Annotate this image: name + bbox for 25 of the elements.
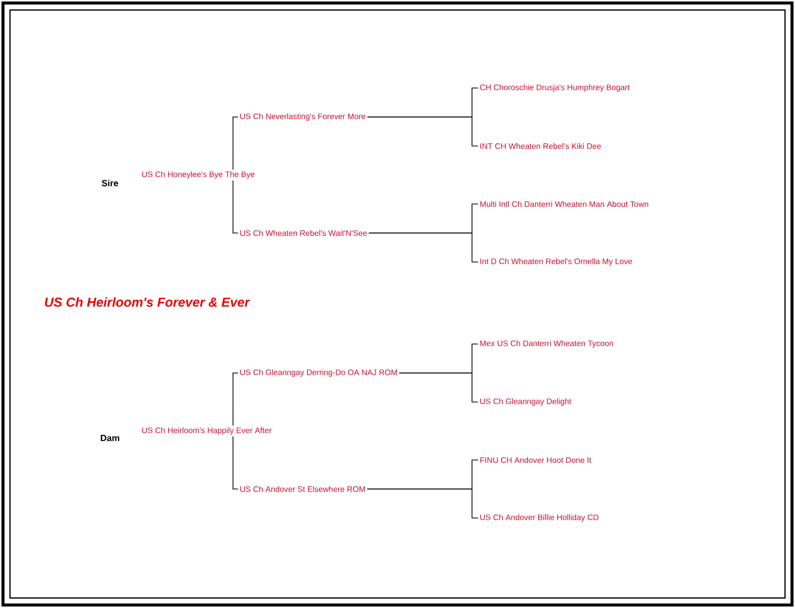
pedigree-name: FINU CH Andover Hoot Done It: [480, 457, 592, 463]
pedigree-name: CH Choroschie Drusja's Humphrey Bogart: [480, 84, 630, 92]
pedigree-name: US Ch Andover Billie Holliday CD: [480, 514, 598, 522]
pedigree-name: US Ch Heirloom's Happily Ever After: [142, 427, 272, 435]
connector-line: [366, 488, 478, 518]
connector-line: [367, 116, 478, 146]
pedigree-name: Int D Ch Wheaten Rebel's Ornella My Love: [480, 258, 632, 266]
connector-line: [232, 116, 238, 170]
pedigree-name: INT CH Wheaten Rebel's Kiki Dee: [480, 143, 601, 149]
pedigree-name: US Ch Neverlasting's Forever More: [240, 113, 366, 121]
pedigree-name: US Ch Wheaten Rebel's Wait'N'See: [240, 230, 367, 236]
connector-line: [232, 436, 238, 490]
pedigree-name: US Ch Andover St Elsewhere ROM: [240, 486, 365, 492]
parent-label: Dam: [100, 434, 120, 442]
pedigree-name: Mex US Ch Danterri Wheaten Tycoon: [480, 340, 613, 348]
pedigree-name: US Ch Honeylee's Bye The Bye: [142, 171, 254, 179]
title: US Ch Heirloom's Forever & Ever: [44, 297, 250, 307]
pedigree-name: Multi Intl Ch Danterri Wheaten Man About Town: [480, 201, 648, 207]
connector-line: [232, 180, 238, 234]
connector-line: [398, 372, 478, 402]
connector-line: [232, 372, 238, 426]
pedigree-name: US Ch Gleanngay Derring-Do OA NAJ ROM: [240, 369, 397, 377]
connector-line: [368, 232, 478, 262]
parent-label: Sire: [102, 180, 118, 186]
pedigree-name: US Ch Gleanngay Delight: [480, 398, 572, 406]
